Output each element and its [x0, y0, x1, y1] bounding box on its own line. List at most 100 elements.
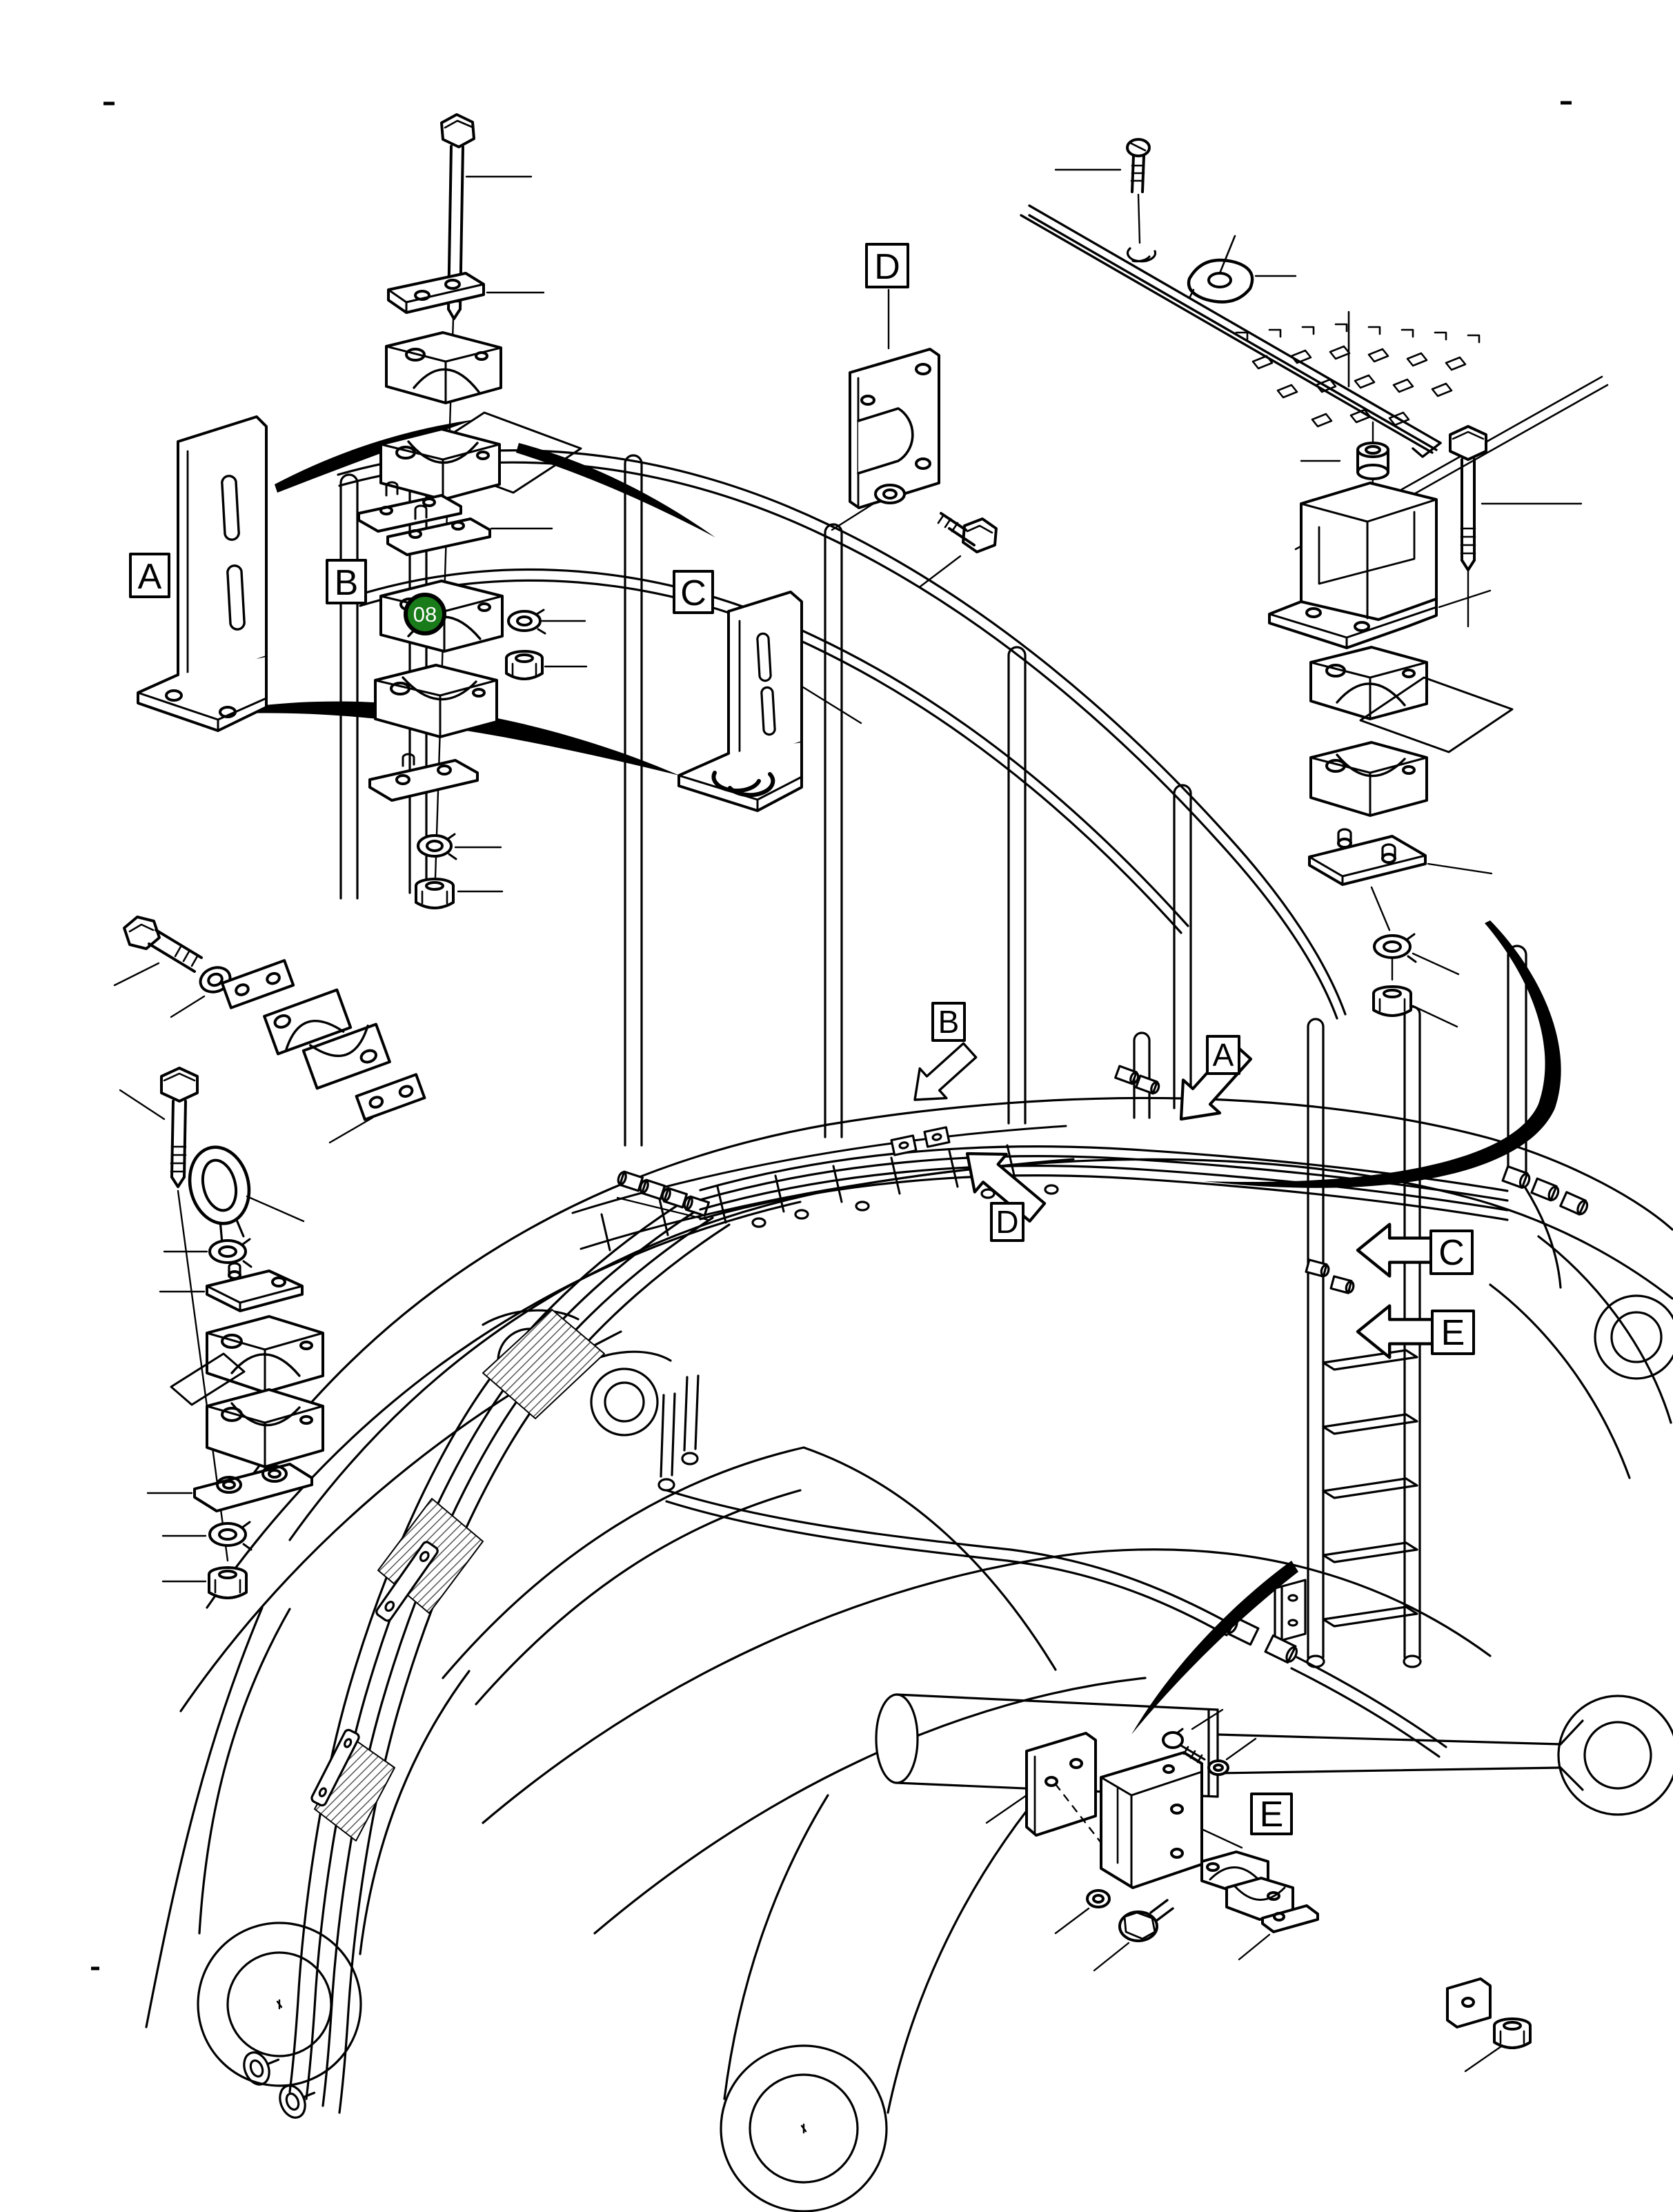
callout-box-boom-e[interactable] — [1431, 1310, 1475, 1355]
lifting-ring — [188, 1145, 251, 1243]
hose-sleeve — [482, 1309, 605, 1419]
callouts: A B C D B A D C E E 08 — [129, 243, 1475, 1835]
pipe-fitting — [1264, 1634, 1298, 1664]
washer — [1086, 1889, 1111, 1908]
hose-bundle-left — [243, 1203, 731, 2119]
clamp-half — [263, 988, 353, 1056]
handrail — [337, 449, 1527, 1174]
cylinder-rod-eye-outer — [1557, 1695, 1673, 1816]
callout-box-bottom-e[interactable] — [1250, 1793, 1293, 1835]
screw-small — [1162, 1728, 1206, 1764]
lock-washer — [208, 1238, 253, 1268]
wing-nut — [1187, 235, 1254, 304]
cylinder-rod-eye-inner — [1583, 1721, 1652, 1790]
callout-letter-boom-d: D — [996, 1204, 1018, 1240]
hose-fitting — [1559, 1191, 1589, 1216]
boom-foot-right-arm-b — [887, 1808, 1029, 2114]
callout-letter-top-a: A — [138, 557, 162, 597]
boom-nose-edge — [1537, 1235, 1672, 1424]
boom-illustration — [145, 449, 1673, 2212]
hex-bolt-long — [1449, 425, 1487, 628]
flat-plate — [1025, 1732, 1097, 1837]
lock-washer — [208, 1521, 253, 1551]
boom-foot-left-arm-a — [198, 1608, 291, 1935]
hex-bolt-short — [123, 916, 203, 973]
assembly-d-plate — [831, 288, 998, 588]
lower-pipe-run — [657, 1374, 1447, 1758]
lock-washer — [1373, 933, 1417, 963]
assembly-lower-left-stack — [119, 1067, 324, 1599]
boom-side-edge — [206, 1201, 802, 1609]
hose-fitting — [1329, 1275, 1355, 1294]
stud-plate — [206, 1262, 304, 1312]
callout-box-top-d[interactable] — [865, 243, 909, 288]
clamp-bar-plates — [357, 481, 491, 556]
hose-clamp-on-boom — [375, 1541, 439, 1622]
walkway-rail — [1020, 204, 1442, 458]
assembly-top-right — [1020, 138, 1609, 1028]
assembly-bottom-right-e — [985, 1708, 1532, 2073]
callout-box-boom-a[interactable] — [1206, 1035, 1240, 1075]
hose-fitting — [1114, 1065, 1140, 1085]
boom-nose-boss-inner — [1610, 1311, 1663, 1363]
boom-foot-left-arm-b — [359, 1670, 471, 1955]
hose-manifold — [616, 1170, 711, 1221]
hex-nut — [1372, 985, 1412, 1017]
hose-fitting — [1530, 1177, 1560, 1202]
callout-letter-bottom-e: E — [1260, 1795, 1284, 1835]
clamp-half-upper — [206, 1315, 324, 1394]
callout-letter-top-b: B — [335, 563, 359, 603]
clamp-half-lower — [379, 428, 501, 501]
hex-bolt-long — [160, 1067, 199, 1188]
bracket-c — [677, 591, 862, 812]
boom-v-notch-left — [442, 1446, 805, 1679]
boom-v-notch-inner — [475, 1489, 802, 1706]
hose-bundle-right — [699, 1065, 1589, 1294]
callout-box-top-b[interactable] — [326, 559, 367, 604]
hex-bolt-short — [937, 512, 998, 553]
ladder-mount-bracket — [1274, 1579, 1307, 1643]
boom-bottom-chord-2 — [593, 1677, 1147, 1935]
boom-bottom-chord — [482, 1548, 1492, 1824]
clamp-bar-plate — [355, 1073, 426, 1121]
lock-washer — [507, 609, 546, 635]
hose-clamp-on-boom — [310, 1728, 360, 1807]
long-plate — [193, 1463, 313, 1512]
assembly-middle-left — [113, 916, 426, 1144]
clamp-half-small — [1225, 1877, 1294, 1921]
hose-end-flange — [279, 2084, 316, 2119]
hose-fitting — [1501, 1165, 1531, 1189]
callout-box-boom-c[interactable] — [1429, 1230, 1474, 1275]
stud-plate — [1308, 828, 1427, 886]
hex-nut — [1493, 2017, 1532, 2049]
assembly-top-left-clamp-stack — [357, 113, 588, 909]
lock-washer — [874, 484, 906, 504]
crop-marks — [91, 101, 1572, 1971]
part-hotspot-badge[interactable]: 08 — [404, 593, 446, 635]
washer — [1207, 1759, 1229, 1776]
boom-nose-edge-2 — [1489, 1283, 1631, 1479]
hex-nut — [505, 650, 544, 680]
badge-circle[interactable] — [404, 593, 446, 635]
callout-letter-top-c: C — [680, 573, 706, 613]
boom-top-edge-2 — [288, 1158, 1673, 1541]
callout-letter-boom-a: A — [1213, 1037, 1234, 1073]
mount-sheet — [1359, 676, 1514, 753]
badge-number: 08 — [413, 602, 437, 626]
callout-box-boom-b[interactable] — [931, 1002, 966, 1042]
swoosh-to-bracket-a — [275, 419, 475, 493]
callout-box-top-c[interactable] — [673, 570, 714, 614]
callout-box-top-a[interactable] — [129, 553, 170, 598]
clamp-half-lower — [206, 1388, 324, 1468]
hex-nut — [208, 1566, 248, 1599]
screw — [1126, 138, 1151, 193]
clamp-top-plate — [387, 272, 485, 314]
swoosh-boom-to-e-assembly — [1131, 1561, 1298, 1735]
callout-letter-boom-c: C — [1438, 1233, 1465, 1273]
clamp-half — [301, 1023, 391, 1090]
callout-box-boom-d[interactable] — [990, 1202, 1024, 1242]
rail-hole — [1126, 247, 1157, 263]
small-plate — [1261, 1904, 1319, 1933]
